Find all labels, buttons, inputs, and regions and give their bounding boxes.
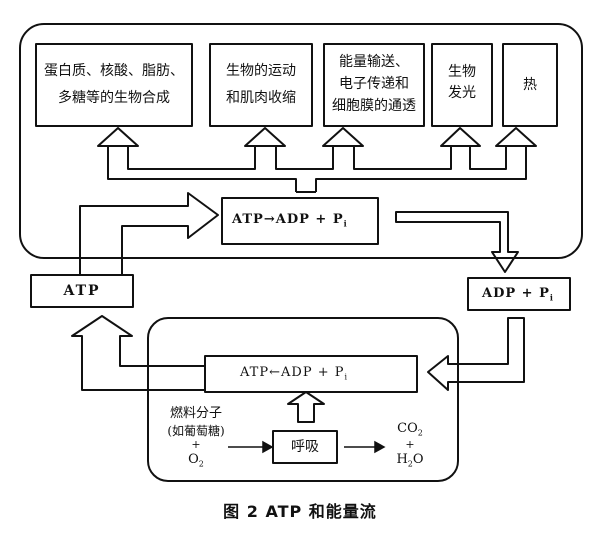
atp-box xyxy=(30,274,134,308)
arrowhead-motion xyxy=(244,127,286,147)
upper-container xyxy=(19,23,583,259)
distribution-arrows xyxy=(107,146,527,193)
output-label-heat: 热 xyxy=(523,76,537,93)
atp-to-hydrolysis-arrow xyxy=(79,192,219,275)
hydrolysis-box xyxy=(221,197,379,245)
output-box-luminescence xyxy=(431,43,493,127)
output-label-motion: 生物的运动 和肌肉收缩 xyxy=(226,63,296,106)
output-label-synthesis: 蛋白质、核酸、脂肪、 多糖等的生物合成 xyxy=(44,63,184,106)
output-box-transport xyxy=(323,43,425,127)
respiration-label: 呼吸 xyxy=(291,438,319,455)
products-label: CO2 + H2O xyxy=(396,421,424,470)
output-box-motion xyxy=(209,43,313,127)
output-box-heat xyxy=(502,43,558,127)
hydrolysis-to-adp-arrow xyxy=(395,211,519,273)
adp-label: ADP + Pi xyxy=(482,286,554,303)
respiration-to-products-arrowhead xyxy=(374,440,386,454)
adp-box xyxy=(467,277,571,311)
arrowhead-synthesis xyxy=(97,127,139,147)
respiration-up-arrow xyxy=(287,391,325,423)
arrowhead-luminescence xyxy=(440,127,481,147)
arrowhead-transport xyxy=(322,127,364,147)
adp-to-synthesis-arrow xyxy=(427,317,525,391)
output-label-transport: 能量输送、 电子传递和 细胞膜的通透 xyxy=(332,54,416,114)
arrowhead-heat xyxy=(495,127,537,147)
figure-caption: 图 2 ATP 和能量流 xyxy=(223,502,377,521)
fuel-molecules-label: 燃料分子 (如葡萄糖) + O2 xyxy=(167,406,225,469)
lower-container xyxy=(147,317,459,482)
atp-label: ATP xyxy=(63,282,101,299)
output-label-luminescence: 生物 发光 xyxy=(448,64,476,101)
fuel-to-respiration-arrowhead xyxy=(262,440,274,454)
hydrolysis-equation: ATP→ADP + Pi xyxy=(232,212,348,229)
synthesis-box xyxy=(204,355,418,393)
synthesis-equation: ATP←ADP + Pi xyxy=(240,365,349,382)
synthesis-to-atp-arrow xyxy=(71,315,205,391)
output-box-synthesis xyxy=(35,43,193,127)
